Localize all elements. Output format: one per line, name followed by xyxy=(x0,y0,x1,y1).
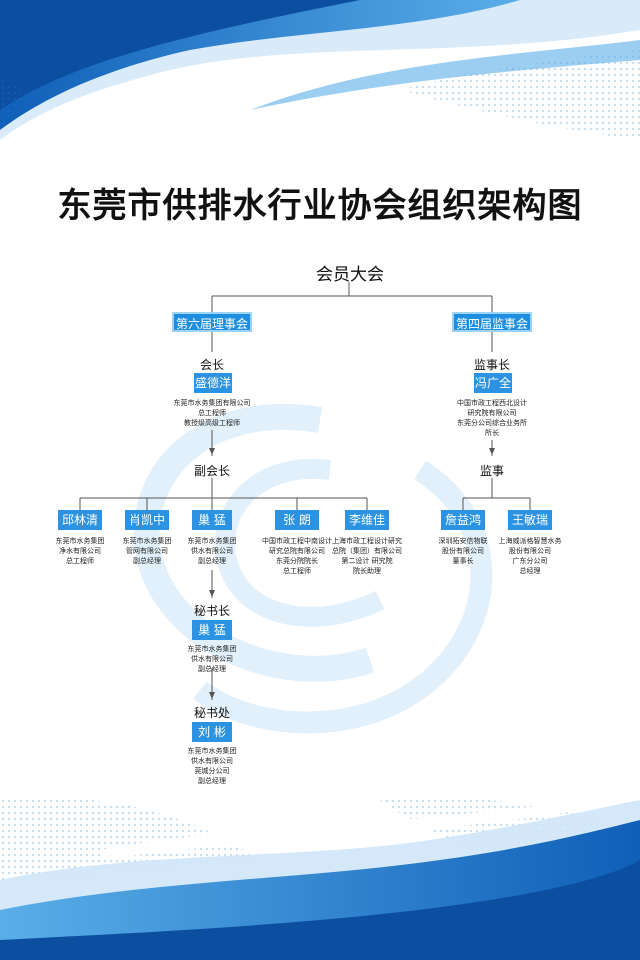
supervisor-role: 监事 xyxy=(479,464,504,478)
root-node: 会员大会 xyxy=(316,265,384,285)
chief-supervisor-role: 监事长 xyxy=(473,358,510,372)
chart-title: 东莞市供排水行业协会组织架构图 xyxy=(57,186,583,226)
supervisor-name-2: 王敏瑞 xyxy=(508,510,552,530)
vp-desc-5: 上海市政工程设计研究总院（集团）有限公司第二设计 研究院院长助理 xyxy=(332,537,402,575)
vp-name-2: 肖凯中 xyxy=(125,510,169,530)
vp-role: 副会长 xyxy=(193,464,230,478)
top-left-dots xyxy=(0,80,24,130)
vp-desc-4: 中国市政工程中南设计研究总院有限公司东莞分院院长总工程师 xyxy=(262,537,332,575)
vp-name-5: 李维佳 xyxy=(345,510,389,530)
top-wave-dark xyxy=(0,0,360,110)
vp-name-4: 张 朗 xyxy=(275,510,319,530)
vp-desc-2: 东莞市水务集团管网有限公司副总经理 xyxy=(122,537,172,565)
vp-desc-1: 东莞市水务集团净水有限公司总工程师 xyxy=(55,537,105,565)
top-right-swoosh xyxy=(250,40,640,110)
secretary-general-role: 秘书长 xyxy=(193,604,230,618)
top-right-dots xyxy=(400,50,640,140)
supervisory-board-header: 第四届监事会 xyxy=(452,312,532,332)
supervisor-desc-2: 上海威派格智慧水务股份有限公司广东分公司总经理 xyxy=(498,537,562,575)
secretariat-role: 秘书处 xyxy=(193,706,230,720)
bottom-swoosh xyxy=(100,790,640,860)
secretariat-name: 刘 彬 xyxy=(192,722,232,742)
council-header: 第六届理事会 xyxy=(172,312,252,332)
supervisor-name-1: 詹益鸿 xyxy=(441,510,485,530)
president-name: 盛德洋 xyxy=(194,373,232,393)
chief-supervisor-desc: 中国市政工程西北设计研究院有限公司东莞分公司综合业务所所长 xyxy=(457,399,527,437)
president-role: 会长 xyxy=(199,358,224,372)
vp-desc-3: 东莞市水务集团供水有限公司副总经理 xyxy=(187,537,237,565)
secretariat-desc: 东莞市水务集团供水有限公司莞城分公司副总经理 xyxy=(187,747,237,785)
secretary-general-name: 巢 猛 xyxy=(192,620,232,640)
secretary-general-desc: 东莞市水务集团供水有限公司副总经理 xyxy=(187,645,237,673)
vp-name-1: 邱林清 xyxy=(58,510,102,530)
bottom-wave-dark xyxy=(0,860,640,960)
chief-supervisor-name: 冯广全 xyxy=(474,373,512,393)
supervisor-desc-1: 深圳拓安信物联股份有限公司董事长 xyxy=(438,537,488,565)
president-desc: 东莞市水务集团有限公司 总工程师 教授级高级工程师 xyxy=(173,399,251,427)
vp-name-3: 巢 猛 xyxy=(192,510,232,530)
